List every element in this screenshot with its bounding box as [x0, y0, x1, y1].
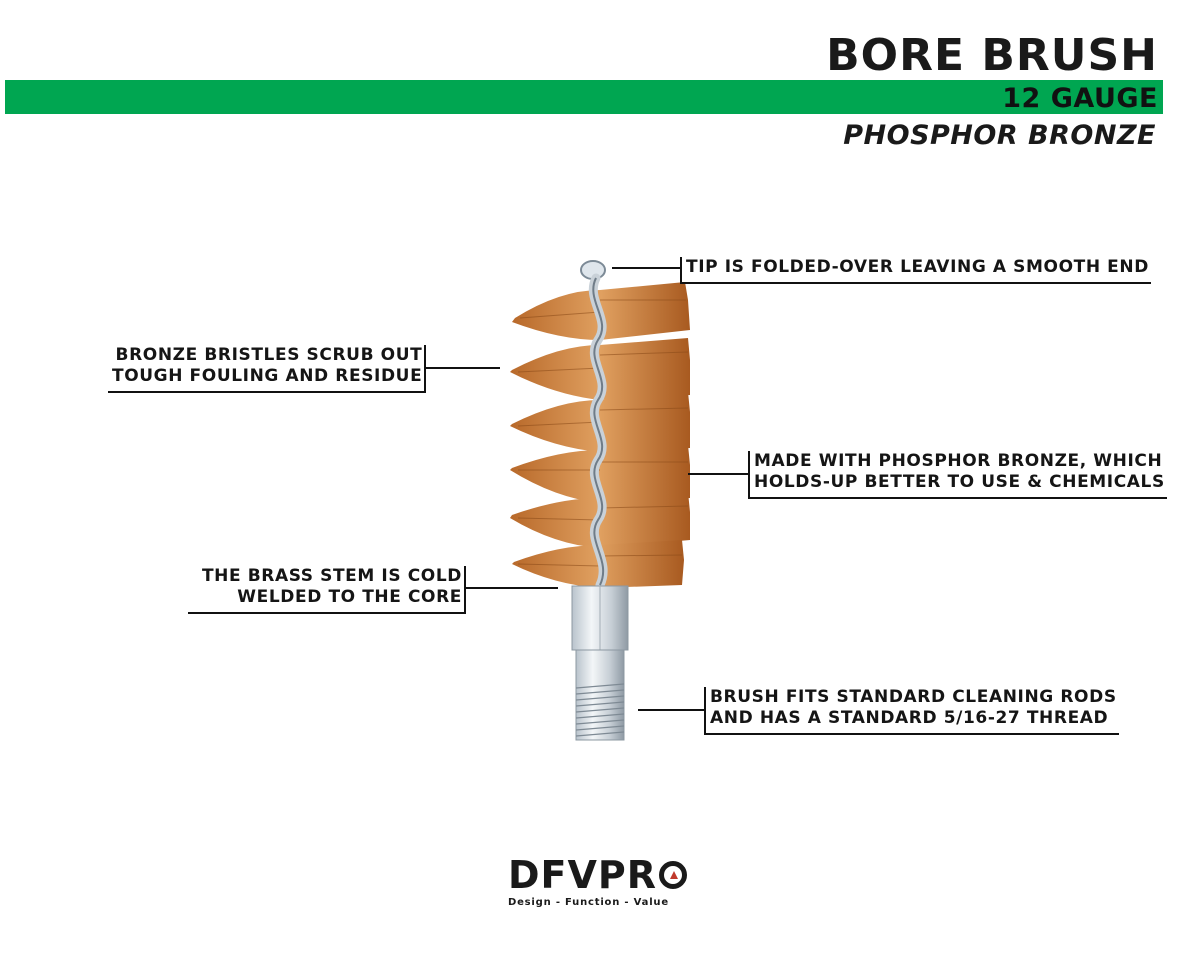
callout-phosphor: MADE WITH PHOSPHOR BRONZE, WHICH HOLDS-U… [748, 451, 1167, 499]
twisted-wire-core [588, 273, 608, 590]
leader-lines [425, 267, 748, 711]
callout-tip-line-1: TIP IS FOLDED-OVER LEAVING A SMOOTH END [686, 257, 1149, 277]
logo-name: DFVPR [508, 853, 658, 897]
callout-stem-line-2: WELDED TO THE CORE [237, 587, 462, 607]
brass-stem [571, 585, 629, 651]
gauge-label: 12 GAUGE [1002, 83, 1158, 114]
callout-phosphor-line-2: HOLDS-UP BETTER TO USE & CHEMICALS [754, 472, 1165, 492]
dfvpro-logo: DFVPR Design - Function - Value [508, 855, 698, 908]
callout-thread: BRUSH FITS STANDARD CLEANING RODS AND HA… [704, 687, 1119, 735]
callout-bristles-line-2: TOUGH FOULING AND RESIDUE [112, 366, 423, 386]
threaded-end [575, 649, 625, 741]
logo-wordmark: DFVPR [508, 855, 698, 895]
callout-tip: TIP IS FOLDED-OVER LEAVING A SMOOTH END [680, 257, 1151, 284]
logo-tagline: Design - Function - Value [508, 897, 669, 908]
callout-phosphor-line-1: MADE WITH PHOSPHOR BRONZE, WHICH [754, 451, 1163, 471]
callout-bristles: BRONZE BRISTLES SCRUB OUT TOUGH FOULING … [108, 345, 427, 393]
callout-stem: THE BRASS STEM IS COLD WELDED TO THE COR… [188, 566, 466, 614]
material-label: PHOSPHOR BRONZE [843, 120, 1156, 151]
callout-thread-line-2: AND HAS A STANDARD 5/16-27 THREAD [710, 708, 1109, 728]
callout-stem-line-1: THE BRASS STEM IS COLD [201, 566, 462, 586]
callout-bristles-line-1: BRONZE BRISTLES SCRUB OUT [115, 345, 423, 365]
product-title: BORE BRUSH [826, 30, 1158, 81]
logo-target-icon [659, 861, 688, 889]
accent-green-bar [5, 80, 1163, 114]
callout-thread-line-1: BRUSH FITS STANDARD CLEANING RODS [710, 687, 1117, 707]
